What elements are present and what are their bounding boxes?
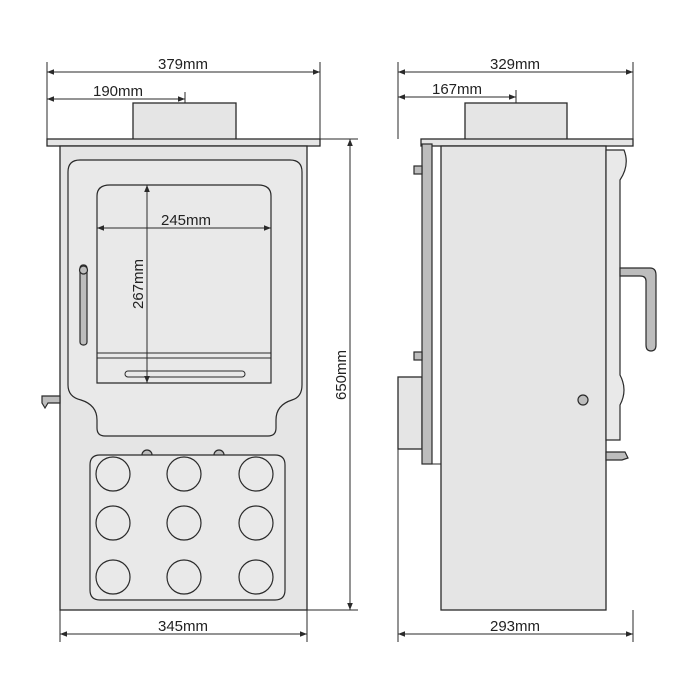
vent-hole xyxy=(166,559,202,595)
side-rear-box xyxy=(397,376,423,450)
vent-hole xyxy=(238,456,274,492)
side-top-plate xyxy=(420,138,634,147)
front-view xyxy=(41,102,321,611)
front-door-handle xyxy=(79,264,88,346)
side-air-knob xyxy=(577,394,589,406)
dim-glass-width: 245mm xyxy=(161,212,211,229)
front-side-lever xyxy=(41,395,61,410)
vent-hole xyxy=(95,559,131,595)
front-dimensions: 379mm 190mm 245mm 267mm 650mm 345mm xyxy=(46,56,358,642)
dim-front-base-width: 345mm xyxy=(158,618,208,635)
front-flue-collar xyxy=(132,102,237,141)
vent-hole xyxy=(95,505,131,541)
dim-glass-height: 267mm xyxy=(130,259,147,309)
side-handle-rod xyxy=(619,267,657,352)
vent-holes xyxy=(95,456,274,595)
dim-side-base-depth: 293mm xyxy=(490,618,540,635)
side-stove-body xyxy=(440,145,607,611)
side-dimensions: 329mm 167mm 293mm xyxy=(397,56,634,642)
front-door-glass xyxy=(96,184,272,384)
side-door-panel xyxy=(421,143,433,465)
dim-front-overall-width: 379mm xyxy=(158,56,208,73)
side-door-hinge-bottom xyxy=(413,351,423,361)
dim-front-flue-offset: 190mm xyxy=(93,83,143,100)
vent-hole xyxy=(238,505,274,541)
side-lower-lever xyxy=(605,451,629,461)
handle-knob xyxy=(78,265,89,275)
side-door-hinge-top xyxy=(413,165,423,175)
vent-hole xyxy=(238,559,274,595)
vent-hole xyxy=(95,456,131,492)
glass-log-retainer xyxy=(124,370,246,378)
dim-side-flue-offset: 167mm xyxy=(432,81,482,98)
front-top-plate xyxy=(46,138,321,147)
side-flue-collar xyxy=(464,102,568,141)
vent-hole xyxy=(166,505,202,541)
dim-side-overall-depth: 329mm xyxy=(490,56,540,73)
dim-front-height: 650mm xyxy=(333,350,350,400)
side-view xyxy=(397,102,657,611)
vent-hole xyxy=(166,456,202,492)
side-handle-profile xyxy=(605,149,627,441)
